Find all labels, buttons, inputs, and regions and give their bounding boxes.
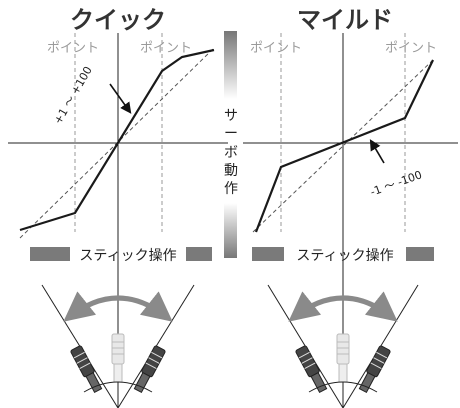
panel-title: クイック <box>70 6 166 34</box>
rate-annotation: -1 ～ -100 <box>369 168 424 199</box>
quick-curve <box>19 48 215 232</box>
point-label-right: ポイント <box>385 41 437 56</box>
point-label-right: ポイント <box>140 41 192 56</box>
servo-bar-bottom <box>224 203 237 258</box>
stick-label: スティック操作 <box>79 248 176 264</box>
servo-char-5: 作 <box>224 181 238 197</box>
annotation-arrow <box>369 139 385 164</box>
panel-title: マイルド <box>297 6 393 34</box>
stick-right-icon <box>132 344 167 394</box>
annotation-arrow <box>109 83 132 114</box>
movement-arc <box>288 291 398 322</box>
point-label-left: ポイント <box>250 41 302 56</box>
mild-curve <box>254 59 434 233</box>
panel-quick: クイック ポイント ポイント +1 ～ +100 スティック操作 <box>8 6 228 408</box>
stick-bar-left <box>30 247 70 261</box>
stick-neutral-icon <box>111 333 125 383</box>
movement-arc <box>63 291 173 322</box>
servo-char-2: ー <box>224 126 238 142</box>
stick-left-icon <box>69 344 104 394</box>
stick-bar-left <box>252 247 284 261</box>
servo-char-1: サ <box>224 108 238 124</box>
servo-label-column: サ ー ボ 動 作 <box>224 31 238 258</box>
rate-annotation: +1 ～ +100 <box>51 64 94 126</box>
stick-label: スティック操作 <box>296 248 393 264</box>
stick-bar-right <box>186 247 212 261</box>
servo-char-4: 動 <box>224 163 238 179</box>
point-label-left: ポイント <box>47 41 99 56</box>
stick-base-arc <box>83 381 153 393</box>
servo-char-3: ボ <box>224 145 238 161</box>
stick-base-arc <box>308 381 378 393</box>
stick-neutral-icon <box>336 333 350 383</box>
stick-right-icon <box>357 344 392 394</box>
panel-mild: マイルド ポイント ポイント -1 ～ -100 スティック操作 <box>243 6 458 408</box>
servo-bar-top <box>224 31 237 99</box>
stick-bar-right <box>406 247 434 261</box>
stick-left-icon <box>294 344 329 394</box>
